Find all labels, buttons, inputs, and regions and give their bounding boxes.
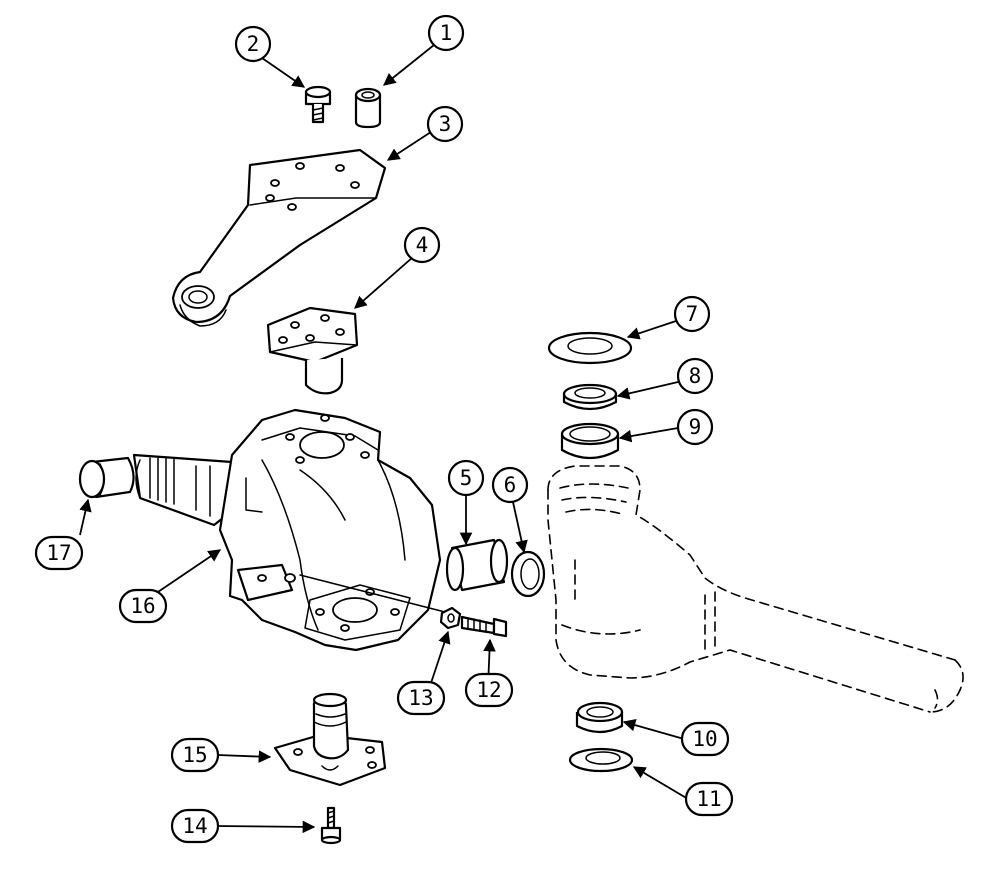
part-10-lower-seal [575, 701, 624, 734]
svg-text:5: 5 [460, 466, 473, 490]
svg-text:1: 1 [440, 21, 453, 45]
svg-text:15: 15 [182, 743, 207, 767]
callout-11: 11 [684, 781, 734, 817]
svg-text:8: 8 [689, 364, 702, 388]
svg-text:4: 4 [416, 233, 429, 257]
callout-1: 1 [427, 14, 465, 52]
svg-text:12: 12 [476, 678, 501, 702]
callout-12: 12 [464, 672, 514, 708]
part-8-seal [562, 383, 618, 411]
svg-text:10: 10 [692, 727, 717, 751]
svg-text:9: 9 [689, 415, 702, 439]
callout-7: 7 [673, 295, 711, 333]
callout-13: 13 [396, 680, 446, 716]
callout-9: 9 [676, 408, 714, 446]
callout-10: 10 [680, 721, 730, 757]
part-6-seal-ring [510, 550, 546, 598]
part-15-lower-kingpin [273, 692, 387, 787]
svg-text:14: 14 [182, 814, 207, 838]
svg-text:7: 7 [686, 302, 699, 326]
callout-5: 5 [447, 459, 485, 497]
part-13-nut [439, 606, 462, 630]
leader-arrows [79, 44, 689, 834]
callout-8: 8 [676, 357, 714, 395]
svg-text:17: 17 [46, 541, 71, 565]
svg-text:11: 11 [696, 787, 721, 811]
part-16-steering-knuckle [132, 408, 442, 652]
part-12-bolt [460, 615, 508, 638]
part-4-upper-kingpin [266, 306, 359, 395]
callout-15: 15 [170, 737, 220, 773]
part-2-bolt [304, 85, 332, 124]
callout-3: 3 [426, 105, 464, 143]
callout-2: 2 [234, 25, 272, 63]
part-11-lower-washer [568, 747, 634, 773]
svg-text:16: 16 [130, 594, 155, 618]
svg-text:13: 13 [408, 686, 433, 710]
svg-text:6: 6 [504, 473, 517, 497]
callout-17: 17 [34, 535, 84, 571]
part-1-bushing [354, 87, 382, 129]
part-17-bearing-ring [78, 456, 135, 499]
svg-text:2: 2 [247, 32, 260, 56]
callout-16: 16 [118, 588, 168, 624]
axle-housing [547, 465, 964, 713]
part-9-bearing [560, 422, 620, 460]
part-3-steering-arm [171, 148, 387, 327]
svg-text:3: 3 [439, 112, 452, 136]
part-7-washer [547, 331, 633, 365]
assembly-centerline [299, 574, 446, 613]
part-5-sleeve [445, 538, 509, 592]
part-14-cap-screw [320, 806, 342, 845]
callout-6: 6 [491, 466, 529, 504]
callout-14: 14 [170, 808, 220, 844]
callout-4: 4 [403, 226, 441, 264]
